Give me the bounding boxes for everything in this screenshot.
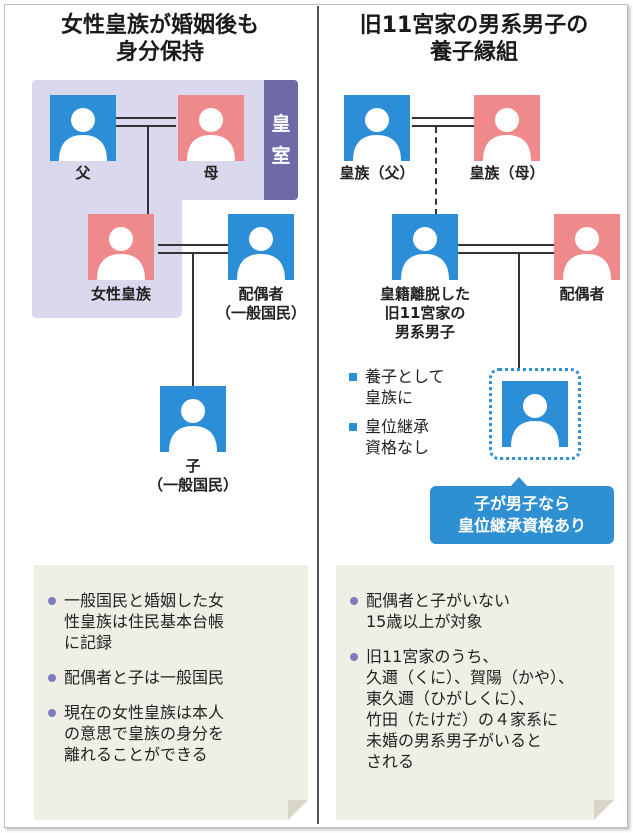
- callout-line2: 皇位継承資格あり: [457, 516, 586, 535]
- right-notes-list: 配偶者と子がいない 15歳以上が対象 旧11宮家のうち、 久邇（くに）、賀陽（か…: [348, 590, 610, 786]
- father-figure: [50, 95, 116, 161]
- male-person-icon: [228, 214, 294, 280]
- adoptee-figure: [392, 214, 458, 280]
- child-label-line1: 子: [185, 457, 201, 475]
- child-figure: [160, 386, 226, 452]
- royal-marriage-line-top: [412, 117, 474, 119]
- male-person-icon: [50, 95, 116, 161]
- father-label: 父: [75, 164, 91, 182]
- adoptee-point-item: 皇位継承 資格なし: [348, 416, 478, 458]
- right-notes-fold: [594, 800, 614, 820]
- adoptee-marriage-line-top: [458, 244, 554, 246]
- left-notes-list: 一般国民と婚姻した女 性皇族は住民基本台帳 に記録 配偶者と子は一般国民 現在の…: [46, 590, 302, 779]
- right-title-line1: 旧11宮家の男系男子の: [359, 13, 589, 38]
- male-person-icon: [502, 381, 568, 447]
- male-person-icon: [160, 386, 226, 452]
- adoptee-label-line2: 旧11宮家の: [384, 304, 466, 322]
- imperial-family-tab-label: 皇室: [271, 113, 291, 167]
- adoptee-marriage-line-bottom: [458, 252, 554, 254]
- royal-mother-label: 皇族（母）: [469, 164, 545, 182]
- right-title-line2: 養子縁組: [429, 40, 518, 65]
- male-person-icon: [344, 95, 410, 161]
- marriage-line-top: [116, 117, 176, 119]
- right-notes-box: [336, 565, 614, 820]
- royal-father-label: 皇族（父）: [339, 164, 415, 182]
- adoption-dashed-line: [435, 127, 437, 215]
- royal-father-figure: [344, 95, 410, 161]
- column-divider: [317, 6, 319, 824]
- mother-figure: [178, 95, 244, 161]
- left-note-item: 一般国民と婚姻した女 性皇族は住民基本台帳 に記録: [46, 590, 302, 653]
- right-note-item: 旧11宮家のうち、 久邇（くに）、賀陽（かや）、 東久邇（ひがしくに）、 竹田（…: [348, 646, 610, 772]
- princess-figure: [88, 214, 154, 280]
- right-note-item: 配偶者と子がいない 15歳以上が対象: [348, 590, 610, 632]
- adoptee-label-line3: 男系男子: [394, 323, 455, 341]
- left-title-line1: 女性皇族が婚姻後も: [60, 13, 259, 38]
- female-person-icon: [88, 214, 154, 280]
- adoptee-points-list: 養子として 皇族に 皇位継承 資格なし: [348, 366, 478, 466]
- potential-child-figure: [502, 381, 568, 447]
- adoptee-label: 皇籍離脱した 旧11宮家の 男系男子: [350, 285, 500, 342]
- left-note-item: 配偶者と子は一般国民: [46, 667, 302, 688]
- adoptee-spouse-label: 配偶者: [559, 285, 605, 303]
- adoptee-spouse-figure: [554, 214, 620, 280]
- callout-line1: 子が男子なら: [473, 494, 570, 513]
- left-notes-fold: [288, 800, 308, 820]
- succession-callout: 子が男子なら 皇位継承資格あり: [430, 477, 614, 544]
- child-label-line2: （一般国民）: [147, 476, 238, 494]
- princess-label: 女性皇族: [90, 285, 151, 303]
- female-person-icon: [474, 95, 540, 161]
- spouse-label-line2: （一般国民）: [215, 304, 306, 322]
- left-title-line2: 身分保持: [115, 40, 204, 65]
- spouse-label: 配偶者 （一般国民）: [206, 285, 316, 323]
- female-person-icon: [554, 214, 620, 280]
- royal-mother-figure: [474, 95, 540, 161]
- mother-label: 母: [203, 164, 219, 182]
- adoptee-point-item: 養子として 皇族に: [348, 366, 478, 408]
- potential-child-frame: [489, 368, 581, 460]
- spouse-figure: [228, 214, 294, 280]
- adoptee-label-line1: 皇籍離脱した: [379, 285, 470, 303]
- left-note-item: 現在の女性皇族は本人 の意思で皇族の身分を 離れることができる: [46, 702, 302, 765]
- child-label: 子 （一般国民）: [138, 457, 248, 495]
- marriage-line-bottom: [116, 125, 176, 127]
- male-person-icon: [392, 214, 458, 280]
- princess-child-line: [192, 253, 194, 393]
- imperial-family-tab: 皇室: [264, 80, 298, 200]
- right-title: 旧11宮家の男系男子の 養子縁組: [326, 12, 622, 66]
- princess-marriage-line-top: [158, 244, 228, 246]
- female-person-icon: [178, 95, 244, 161]
- parent-child-line: [147, 126, 149, 214]
- royal-marriage-line-bottom: [412, 125, 474, 127]
- left-notes-box: [34, 565, 308, 820]
- left-title: 女性皇族が婚姻後も 身分保持: [10, 12, 310, 66]
- spouse-label-line1: 配偶者: [238, 285, 284, 303]
- adoptee-child-line: [518, 253, 520, 371]
